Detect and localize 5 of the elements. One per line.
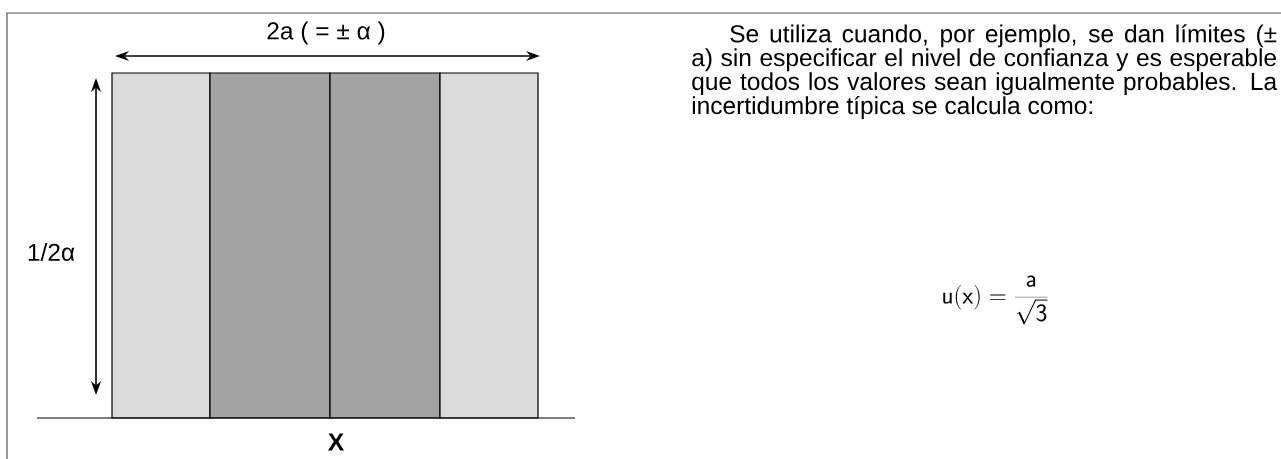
paragraph: Se utiliza cuando, por ejemplo, se dan límites (± a) sin especificar el nivel de confianza y es esperable que todos los valores sean igualmente probables. La incertidumbre típica se calcula como: [692, 24, 1278, 120]
dimension-label: 1/2α [28, 243, 75, 261]
axis-label: X [328, 433, 344, 451]
dimension-label: 2a ( = ± α ) [267, 21, 385, 45]
formula: $\mathsf{u(x)} = \frac{\mathsf{a}}{\sqrt{\mathsf{3}}}$ [943, 275, 1048, 325]
